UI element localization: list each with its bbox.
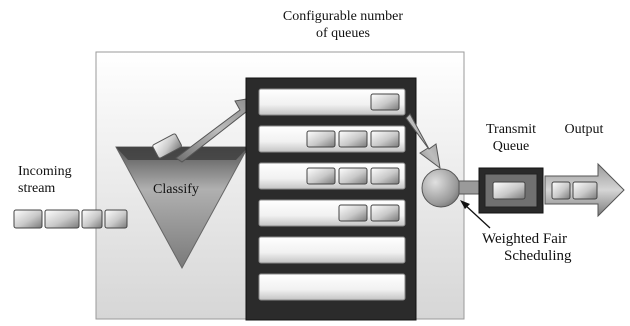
- incoming-packets: [13, 209, 128, 229]
- transmit-label-line1: Transmit: [485, 122, 537, 137]
- queues-to-scheduler-arrow: [405, 113, 441, 170]
- packet: [338, 167, 368, 185]
- packet: [81, 209, 103, 229]
- configurable-label-line2: of queues: [315, 26, 371, 41]
- packet: [572, 181, 598, 200]
- packet: [44, 209, 80, 229]
- transmit-label-line2: Queue: [492, 139, 530, 154]
- packet: [551, 181, 571, 200]
- queue-row: [258, 88, 406, 116]
- queue-row: [258, 236, 406, 264]
- incoming-label-line2: stream: [18, 181, 56, 196]
- queue-row: [258, 199, 406, 227]
- packet: [370, 167, 400, 185]
- scheduler-circle: [421, 168, 461, 208]
- configurable-label: Configurable number of queues: [268, 8, 418, 42]
- transmit-queue-label: Transmit Queue: [481, 121, 541, 155]
- configurable-label-line1: Configurable number: [282, 9, 404, 24]
- packet: [306, 167, 336, 185]
- scheduler-connector: [458, 180, 480, 195]
- packet: [370, 130, 400, 148]
- queue-rows: [258, 88, 406, 301]
- packet: [370, 93, 400, 111]
- wfs-pointer-line: [463, 203, 491, 229]
- packet: [306, 130, 336, 148]
- wfs-label: Weighted Fair Scheduling: [482, 231, 572, 265]
- output-packets: [551, 181, 598, 200]
- packet: [13, 209, 43, 229]
- queue-row: [258, 273, 406, 301]
- classify-label: Classify: [153, 182, 199, 197]
- wfs-pointer-head: [460, 200, 470, 209]
- packet: [370, 204, 400, 222]
- packet: [104, 209, 128, 229]
- output-label: Output: [564, 122, 604, 137]
- packet: [338, 204, 368, 222]
- transmit-packets: [492, 181, 526, 200]
- incoming-label: Incoming stream: [18, 163, 72, 197]
- wfs-label-line2: Scheduling: [504, 248, 572, 264]
- packet: [338, 130, 368, 148]
- incoming-label-line1: Incoming: [18, 164, 72, 179]
- packet: [492, 181, 526, 200]
- moving-packet: [152, 133, 182, 159]
- wfs-label-line1: Weighted Fair: [482, 231, 568, 247]
